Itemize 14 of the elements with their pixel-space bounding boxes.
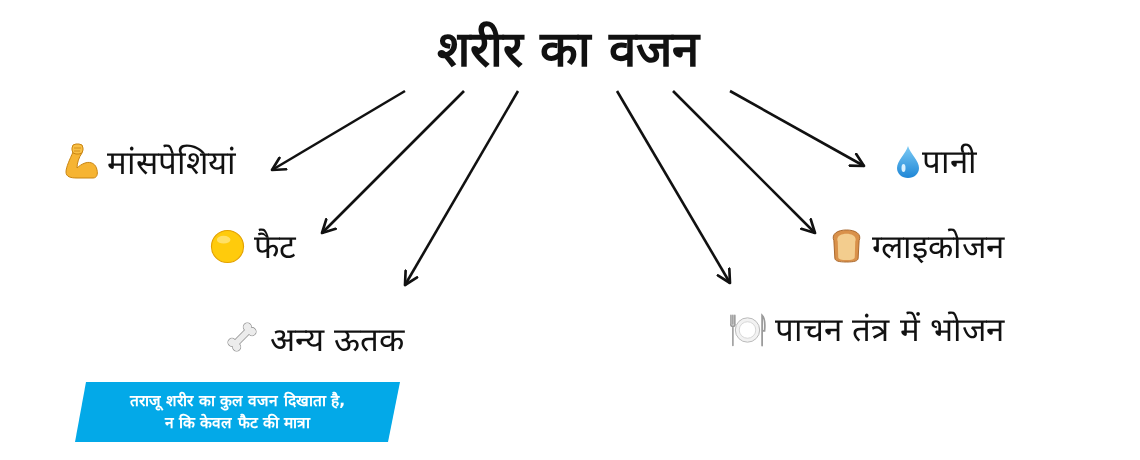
node-label: शरीर का वजन xyxy=(437,20,699,81)
node-label: मांसपेशियां xyxy=(107,142,236,184)
arrow xyxy=(615,90,732,285)
arrow xyxy=(403,90,520,287)
arrow xyxy=(320,90,465,235)
node-label: फैट xyxy=(254,226,296,268)
node-label: ग्लाइकोजन xyxy=(872,226,1004,268)
arrow xyxy=(270,89,406,172)
arrow xyxy=(729,89,866,168)
arrow xyxy=(672,90,817,235)
node-label: पाचन तंत्र में भोजन xyxy=(775,309,1005,351)
node-label: पानी xyxy=(922,141,977,183)
node-label: अन्य ऊतक xyxy=(270,319,405,361)
note-banner: तराजू शरीर का कुल वजन दिखाता है, न कि केवल फैट की मात्रा xyxy=(75,382,400,442)
